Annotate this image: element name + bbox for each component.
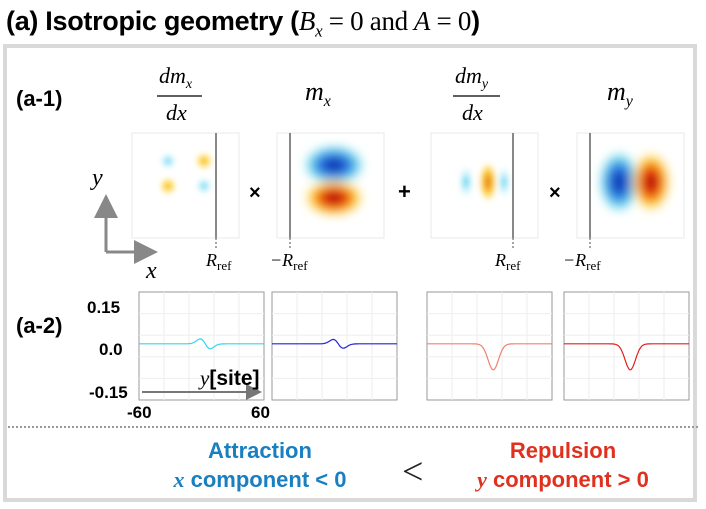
svg-text:my: my xyxy=(607,77,634,110)
header-dmy-dx: dmy dx xyxy=(453,63,500,125)
coordinate-axes: y x xyxy=(90,165,158,284)
heatmap-my xyxy=(576,132,685,250)
repulsion-line2: component > 0 xyxy=(486,467,649,492)
ytick-top: 0.15 xyxy=(87,298,120,317)
repulsion-line1: Repulsion xyxy=(509,438,617,463)
plot-x-mag xyxy=(271,291,398,401)
svg-text:−Rref: −Rref xyxy=(270,250,308,273)
plot-y-derivative xyxy=(426,291,553,401)
figure-frame xyxy=(3,44,697,502)
ytick-mid: 0.0 xyxy=(99,340,123,359)
operator-plus: + xyxy=(398,179,411,204)
svg-text:dmx: dmx xyxy=(159,63,193,92)
svg-text:mx: mx xyxy=(305,77,331,110)
plot-line xyxy=(564,343,689,371)
plot-frame xyxy=(271,291,398,401)
header-mx: mx xyxy=(305,77,331,110)
row1-label: (a-1) xyxy=(16,86,63,111)
title-suffix: ) xyxy=(471,6,480,36)
svg-text:y[site]: y[site] xyxy=(198,366,260,390)
axis-x-label: x xyxy=(145,258,157,284)
svg-text:dx: dx xyxy=(462,100,483,125)
attraction-line1: Attraction xyxy=(208,438,312,463)
title-b-var: B xyxy=(298,6,316,36)
attraction-text: Attraction x component < 0 xyxy=(150,438,370,493)
title-eq2: = 0 xyxy=(430,6,472,36)
operator-times-2: × xyxy=(549,182,561,204)
title-b-sub: x xyxy=(315,21,323,41)
rref-label-1: Rref xyxy=(205,250,232,273)
rref-label-3: Rref xyxy=(494,250,521,273)
plot-line xyxy=(272,338,397,349)
repulsion-text: Repulsion y component > 0 xyxy=(448,438,678,493)
svg-text:Rref: Rref xyxy=(205,250,232,273)
title-and: and xyxy=(369,6,408,36)
row2-label: (a-2) xyxy=(16,313,63,338)
svg-text:dx: dx xyxy=(166,100,187,125)
attraction-var: x xyxy=(173,467,185,492)
rref-label-4: −Rref xyxy=(563,250,601,273)
ytick-bottom: -0.15 xyxy=(89,383,128,402)
svg-text:Rref: Rref xyxy=(494,250,521,273)
operator-times-1: × xyxy=(249,182,261,204)
heatmap-dmx-dx xyxy=(131,132,240,250)
plot-y-mag xyxy=(563,291,690,401)
plot-line xyxy=(139,338,264,350)
relation-symbol: < xyxy=(402,451,424,493)
repulsion-var: y xyxy=(477,467,487,492)
heatmap-dmy-dx xyxy=(430,132,539,250)
separator xyxy=(8,426,698,428)
xaxis-arrow: y[site] xyxy=(142,366,262,400)
rref-label-2: −Rref xyxy=(270,250,308,273)
header-my: my xyxy=(607,77,634,110)
plot-frame xyxy=(138,291,265,401)
xtick-right: 60 xyxy=(251,403,270,422)
header-dmx-dx: dmx dx xyxy=(157,63,202,125)
xtick-left: -60 xyxy=(127,403,152,422)
figure-title: (a) Isotropic geometry (Bx = 0 and A = 0… xyxy=(6,6,480,41)
title-eq1: = 0 xyxy=(322,6,370,36)
plot-frame xyxy=(426,291,553,401)
plot-frame xyxy=(563,291,690,401)
axis-y-label: y xyxy=(90,165,103,191)
svg-text:dmy: dmy xyxy=(455,63,489,92)
heatmap-mx xyxy=(276,132,385,250)
svg-text:−Rref: −Rref xyxy=(563,250,601,273)
plot-x-derivative xyxy=(138,291,265,401)
title-prefix: (a) Isotropic geometry ( xyxy=(6,6,299,36)
plot-line xyxy=(427,343,552,371)
title-a-var: A xyxy=(407,6,431,36)
attraction-line2: component < 0 xyxy=(184,467,347,492)
